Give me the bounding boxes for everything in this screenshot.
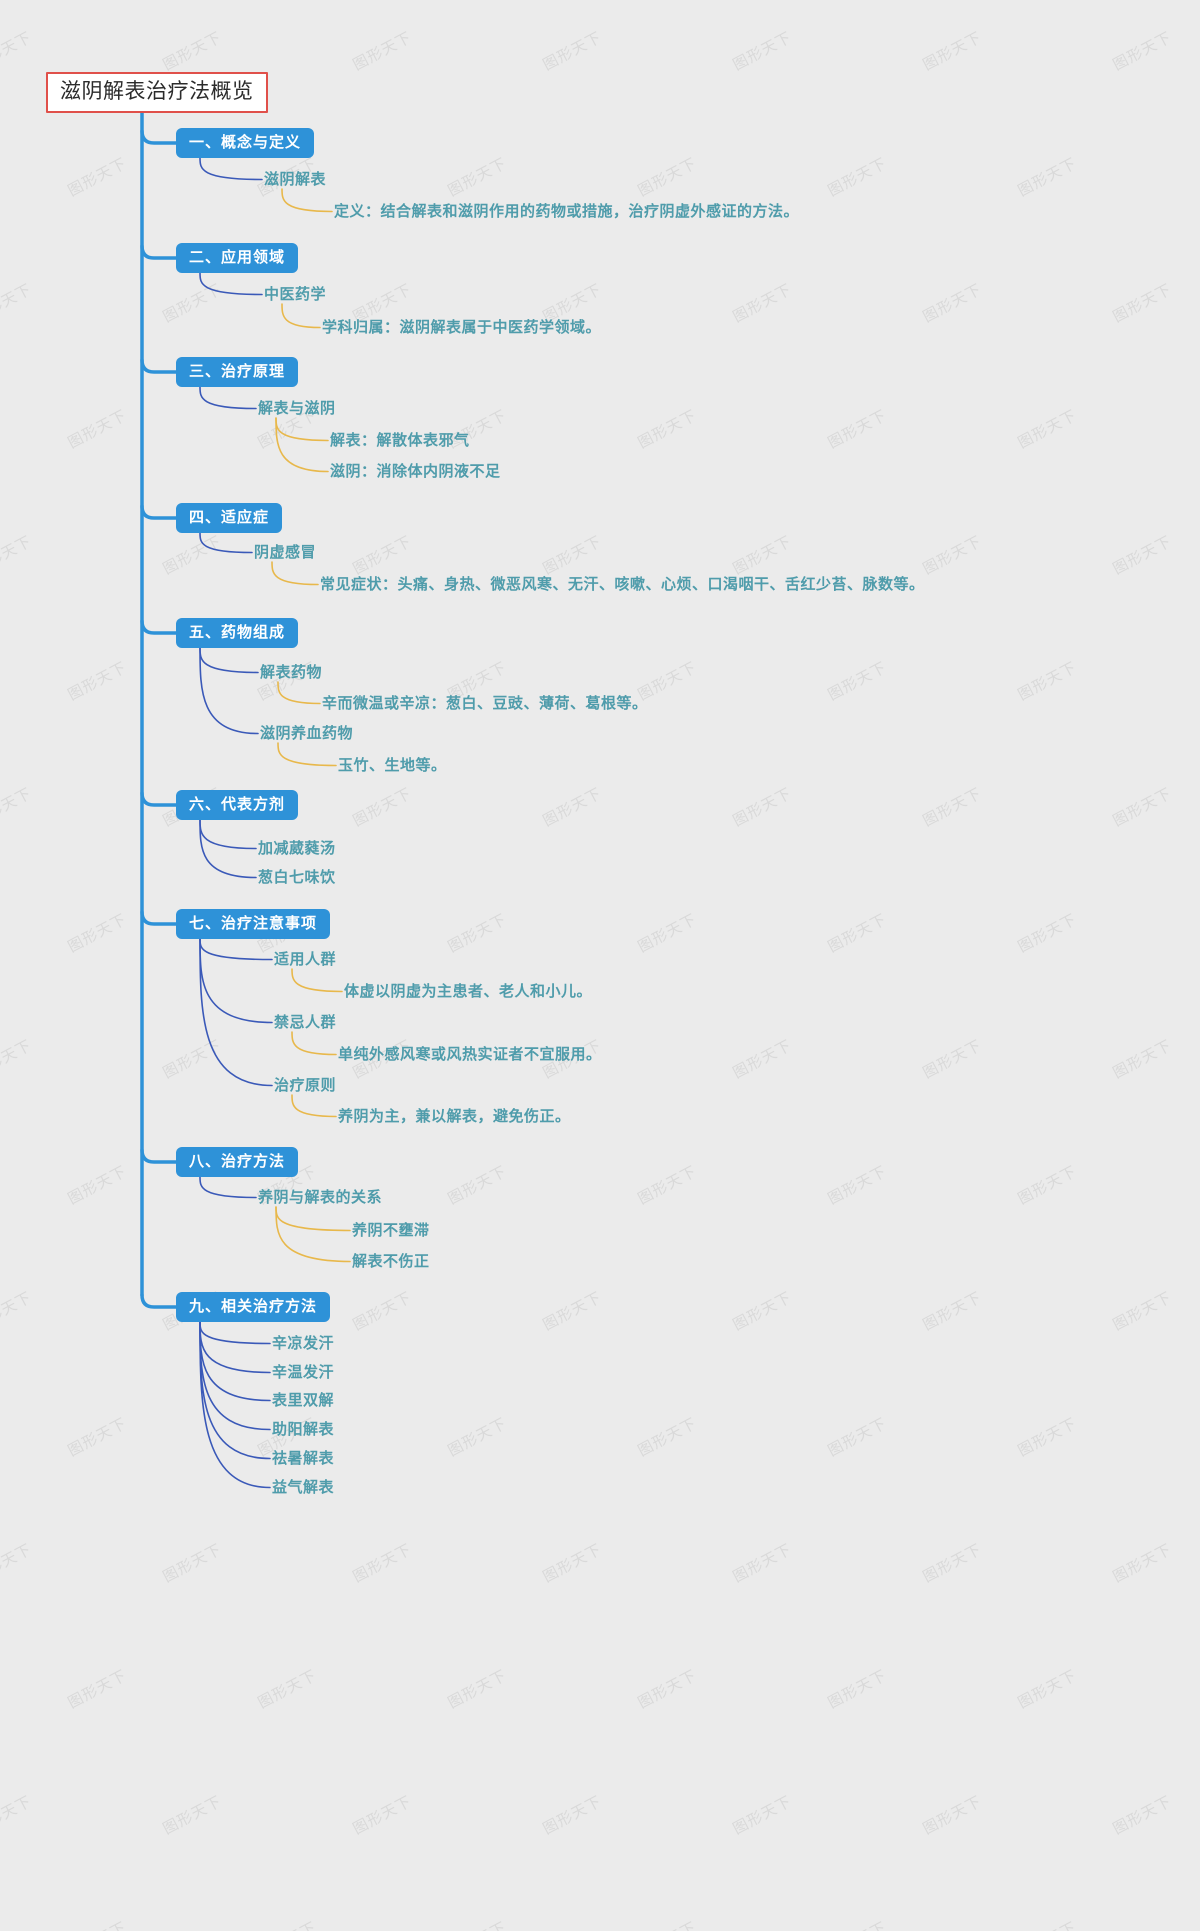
sub-node-9-5-label: 祛暑解表 xyxy=(272,1450,335,1467)
detail-node-2-1-1-label: 学科归属：滋阴解表属于中医药学领域。 xyxy=(322,319,602,336)
sub-node-9-3[interactable]: 表里双解 xyxy=(272,1391,334,1410)
sub-node-9-6[interactable]: 益气解表 xyxy=(272,1478,334,1497)
sub-node-6-2[interactable]: 葱白七味饮 xyxy=(258,868,336,887)
sub-node-4-1[interactable]: 阴虚感冒 xyxy=(254,543,316,562)
sub-node-5-2[interactable]: 滋阴养血药物 xyxy=(260,724,353,743)
sub-node-8-1[interactable]: 养阴与解表的关系 xyxy=(258,1188,382,1207)
branch-node-4[interactable]: 四、适应症 xyxy=(176,503,283,533)
detail-node-3-1-1-label: 解表：解散体表邪气 xyxy=(330,432,470,449)
sub-node-9-2-label: 辛温发汗 xyxy=(272,1364,335,1381)
branch-node-5-label: 五、药物组成 xyxy=(189,624,286,641)
sub-node-5-2-label: 滋阴养血药物 xyxy=(260,725,354,742)
sub-node-7-1[interactable]: 适用人群 xyxy=(274,950,336,969)
branch-node-2-label: 二、应用领域 xyxy=(189,249,286,266)
sub-node-9-4[interactable]: 助阳解表 xyxy=(272,1420,334,1439)
branch-node-8[interactable]: 八、治疗方法 xyxy=(176,1147,299,1177)
detail-node-8-1-2[interactable]: 解表不伤正 xyxy=(352,1252,430,1271)
detail-node-5-1-1[interactable]: 辛而微温或辛凉：葱白、豆豉、薄荷、葛根等。 xyxy=(322,694,648,713)
branch-node-8-label: 八、治疗方法 xyxy=(189,1153,286,1170)
detail-node-8-1-1-label: 养阴不壅滞 xyxy=(352,1222,430,1239)
sub-node-7-3-label: 治疗原则 xyxy=(274,1077,337,1094)
branch-node-9-label: 九、相关治疗方法 xyxy=(189,1298,318,1315)
detail-node-3-1-2-label: 滋阴：消除体内阴液不足 xyxy=(330,463,501,480)
detail-node-1-1-1[interactable]: 定义：结合解表和滋阴作用的药物或措施，治疗阴虚外感证的方法。 xyxy=(334,202,799,221)
root-node[interactable]: 滋阴解表治疗法概览 xyxy=(46,72,268,113)
sub-node-4-1-label: 阴虚感冒 xyxy=(254,544,317,561)
sub-node-1-1-label: 滋阴解表 xyxy=(264,171,327,188)
branch-node-3-label: 三、治疗原理 xyxy=(189,363,286,380)
detail-node-5-1-1-label: 辛而微温或辛凉：葱白、豆豉、薄荷、葛根等。 xyxy=(322,695,648,712)
sub-node-8-1-label: 养阴与解表的关系 xyxy=(258,1189,383,1206)
sub-node-9-2[interactable]: 辛温发汗 xyxy=(272,1363,334,1382)
sub-node-9-6-label: 益气解表 xyxy=(272,1479,335,1496)
sub-node-2-1[interactable]: 中医药学 xyxy=(264,285,326,304)
branch-node-1-label: 一、概念与定义 xyxy=(189,134,302,151)
detail-node-7-3-1[interactable]: 养阴为主，兼以解表，避免伤正。 xyxy=(338,1107,571,1126)
sub-node-7-2-label: 禁忌人群 xyxy=(274,1014,337,1031)
sub-node-5-1-label: 解表药物 xyxy=(260,664,323,681)
sub-node-9-1[interactable]: 辛凉发汗 xyxy=(272,1334,334,1353)
detail-node-5-2-1[interactable]: 玉竹、生地等。 xyxy=(338,756,447,775)
detail-node-7-2-1-label: 单纯外感风寒或风热实证者不宜服用。 xyxy=(338,1046,602,1063)
root-node-label: 滋阴解表治疗法概览 xyxy=(60,80,254,103)
sub-node-3-1[interactable]: 解表与滋阴 xyxy=(258,399,336,418)
branch-node-2[interactable]: 二、应用领域 xyxy=(176,243,299,273)
sub-node-2-1-label: 中医药学 xyxy=(264,286,327,303)
sub-node-1-1[interactable]: 滋阴解表 xyxy=(264,170,326,189)
sub-node-9-3-label: 表里双解 xyxy=(272,1392,335,1409)
detail-node-1-1-1-label: 定义：结合解表和滋阴作用的药物或措施，治疗阴虚外感证的方法。 xyxy=(334,203,800,220)
branch-node-4-label: 四、适应症 xyxy=(189,509,270,526)
branch-node-7-label: 七、治疗注意事项 xyxy=(189,915,318,932)
branch-node-5[interactable]: 五、药物组成 xyxy=(176,618,299,648)
detail-node-7-3-1-label: 养阴为主，兼以解表，避免伤正。 xyxy=(338,1108,571,1125)
branch-node-6-label: 六、代表方剂 xyxy=(189,796,286,813)
sub-node-6-1-label: 加减葳蕤汤 xyxy=(258,840,336,857)
sub-node-7-2[interactable]: 禁忌人群 xyxy=(274,1013,336,1032)
detail-node-4-1-1-label: 常见症状：头痛、身热、微恶风寒、无汗、咳嗽、心烦、口渴咽干、舌红少苔、脉数等。 xyxy=(320,576,925,593)
branch-node-6[interactable]: 六、代表方剂 xyxy=(176,790,299,820)
branch-node-7[interactable]: 七、治疗注意事项 xyxy=(176,909,331,939)
sub-node-7-1-label: 适用人群 xyxy=(274,951,337,968)
detail-node-7-1-1[interactable]: 体虚以阴虚为主患者、老人和小儿。 xyxy=(344,982,592,1001)
branch-node-1[interactable]: 一、概念与定义 xyxy=(176,128,315,158)
sub-node-6-1[interactable]: 加减葳蕤汤 xyxy=(258,839,336,858)
detail-node-3-1-2[interactable]: 滋阴：消除体内阴液不足 xyxy=(330,462,501,481)
detail-node-7-1-1-label: 体虚以阴虚为主患者、老人和小儿。 xyxy=(344,983,593,1000)
detail-node-5-2-1-label: 玉竹、生地等。 xyxy=(338,757,447,774)
detail-node-4-1-1[interactable]: 常见症状：头痛、身热、微恶风寒、无汗、咳嗽、心烦、口渴咽干、舌红少苔、脉数等。 xyxy=(320,575,925,594)
sub-node-7-3[interactable]: 治疗原则 xyxy=(274,1076,336,1095)
sub-node-9-5[interactable]: 祛暑解表 xyxy=(272,1449,334,1468)
sub-node-9-4-label: 助阳解表 xyxy=(272,1421,335,1438)
detail-node-8-1-2-label: 解表不伤正 xyxy=(352,1253,430,1270)
sub-node-5-1[interactable]: 解表药物 xyxy=(260,663,322,682)
branch-node-9[interactable]: 九、相关治疗方法 xyxy=(176,1292,331,1322)
sub-node-9-1-label: 辛凉发汗 xyxy=(272,1335,335,1352)
detail-node-8-1-1[interactable]: 养阴不壅滞 xyxy=(352,1221,430,1240)
detail-node-2-1-1[interactable]: 学科归属：滋阴解表属于中医药学领域。 xyxy=(322,318,601,337)
detail-node-7-2-1[interactable]: 单纯外感风寒或风热实证者不宜服用。 xyxy=(338,1045,602,1064)
detail-node-3-1-1[interactable]: 解表：解散体表邪气 xyxy=(330,431,470,450)
sub-node-6-2-label: 葱白七味饮 xyxy=(258,869,336,886)
branch-node-3[interactable]: 三、治疗原理 xyxy=(176,357,299,387)
sub-node-3-1-label: 解表与滋阴 xyxy=(258,400,336,417)
